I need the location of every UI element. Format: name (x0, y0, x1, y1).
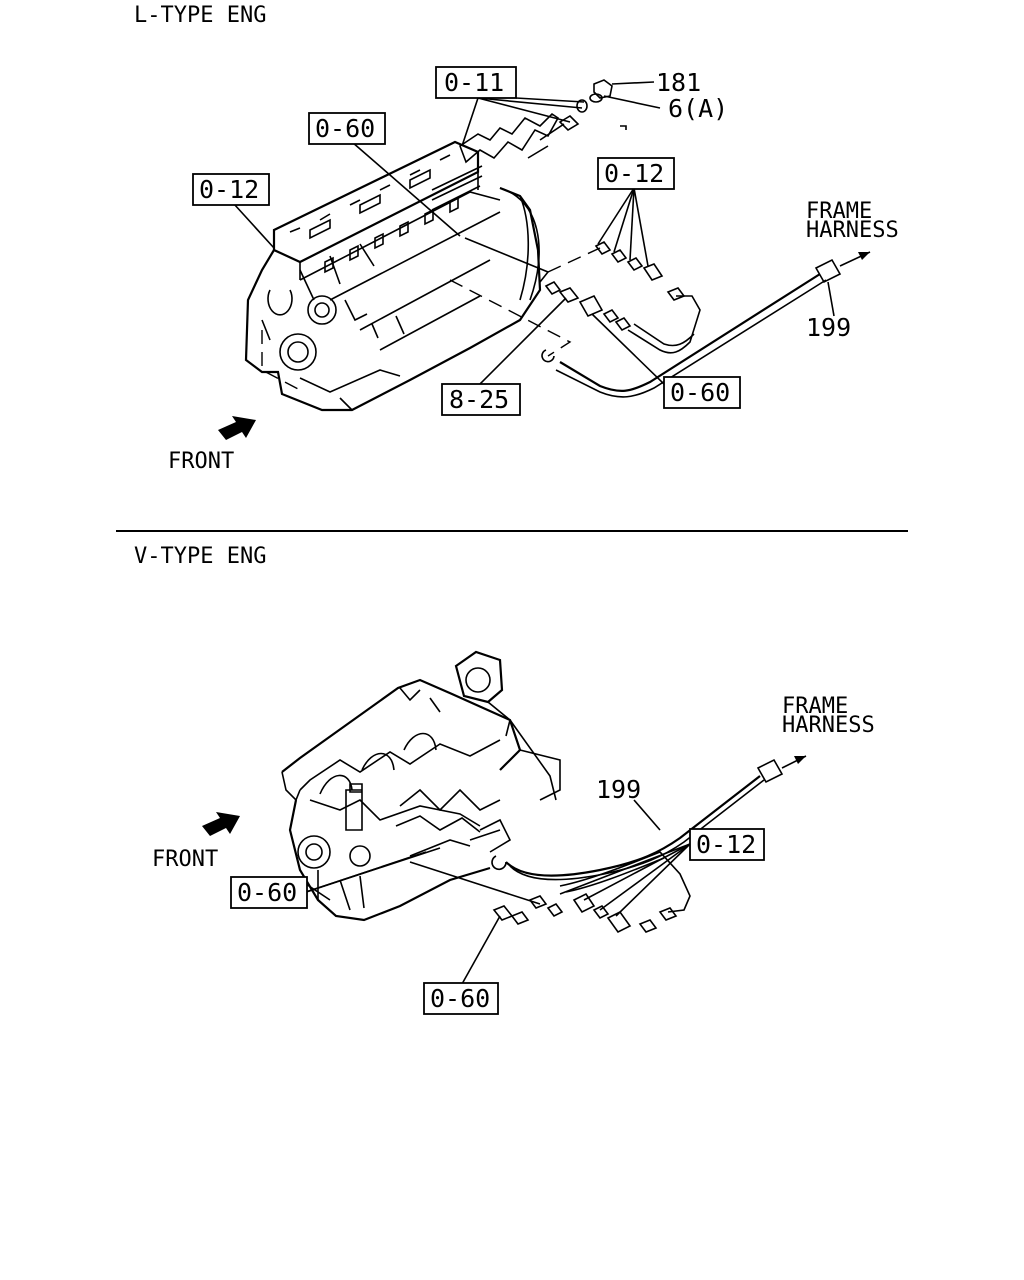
ref-0-11-label: 0-11 (444, 68, 504, 97)
v-part-199-label: 199 (596, 775, 641, 804)
ref-8-25-label: 8-25 (449, 385, 509, 414)
v-frame-harness-line1: FRAME (782, 694, 848, 719)
ref-box-0-60-bottom (663, 376, 741, 409)
ref-box-0-12-left (192, 173, 270, 206)
ref-0-12-left-label: 0-12 (199, 175, 259, 204)
l-type-harness-drawing (449, 237, 871, 398)
part-199-label: 199 (806, 313, 851, 342)
v-front-arrow-icon (202, 812, 240, 836)
v-type-title: V-TYPE ENG (134, 544, 266, 569)
v-front-label: FRONT (152, 847, 218, 872)
ref-0-12-right-label: 0-12 (604, 159, 664, 188)
ref-box-8-25 (441, 383, 521, 416)
ref-0-60-top-label: 0-60 (315, 114, 375, 143)
l-type-section: L-TYPE ENG (134, 3, 899, 474)
ref-box-0-12-right (597, 157, 675, 190)
l-type-leaders (233, 81, 835, 385)
v-ref-0-60-left-label: 0-60 (237, 878, 297, 907)
front-label: FRONT (168, 449, 234, 474)
part-181-label: 181 (656, 68, 701, 97)
v-ref-0-12-label: 0-12 (696, 830, 756, 859)
v-ref-0-60-bottom-label: 0-60 (430, 984, 490, 1013)
part-6a-label: 6(A) (668, 94, 728, 123)
v-type-section: V-TYPE ENG (134, 544, 875, 1015)
v-frame-harness-line2: HARNESS (782, 713, 875, 738)
ref-box-0-60-top (308, 112, 386, 145)
v-type-engine-drawing (281, 650, 561, 922)
l-type-engine-drawing (244, 79, 627, 412)
front-arrow-icon (218, 416, 256, 440)
v-type-leaders (305, 799, 691, 985)
v-ref-box-0-60-bottom (423, 982, 499, 1015)
v-ref-box-0-12 (689, 828, 765, 861)
ref-box-0-11 (435, 66, 517, 99)
l-type-title: L-TYPE ENG (134, 3, 266, 28)
frame-harness-line1: FRAME (806, 199, 872, 224)
v-ref-box-0-60-left (230, 876, 308, 909)
frame-harness-line2: HARNESS (806, 218, 899, 243)
ref-0-60-bottom-label: 0-60 (670, 378, 730, 407)
